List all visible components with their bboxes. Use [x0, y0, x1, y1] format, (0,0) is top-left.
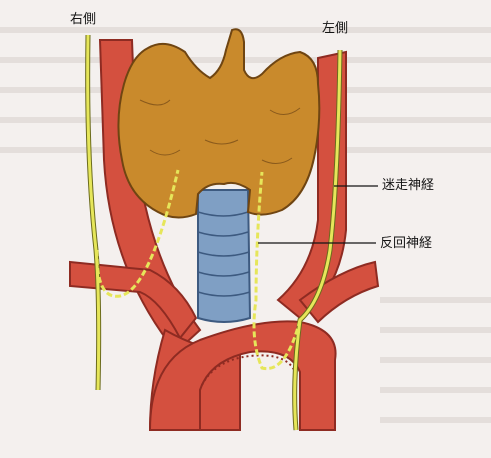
- recurrent-nerve-label: 反回神経: [380, 237, 432, 250]
- left-side-label: 左側: [322, 22, 348, 35]
- vagus-nerve-label: 迷走神経: [382, 179, 434, 192]
- trachea: [198, 190, 250, 322]
- right-subclavian-artery: [70, 262, 196, 338]
- right-side-label: 右側: [70, 13, 96, 26]
